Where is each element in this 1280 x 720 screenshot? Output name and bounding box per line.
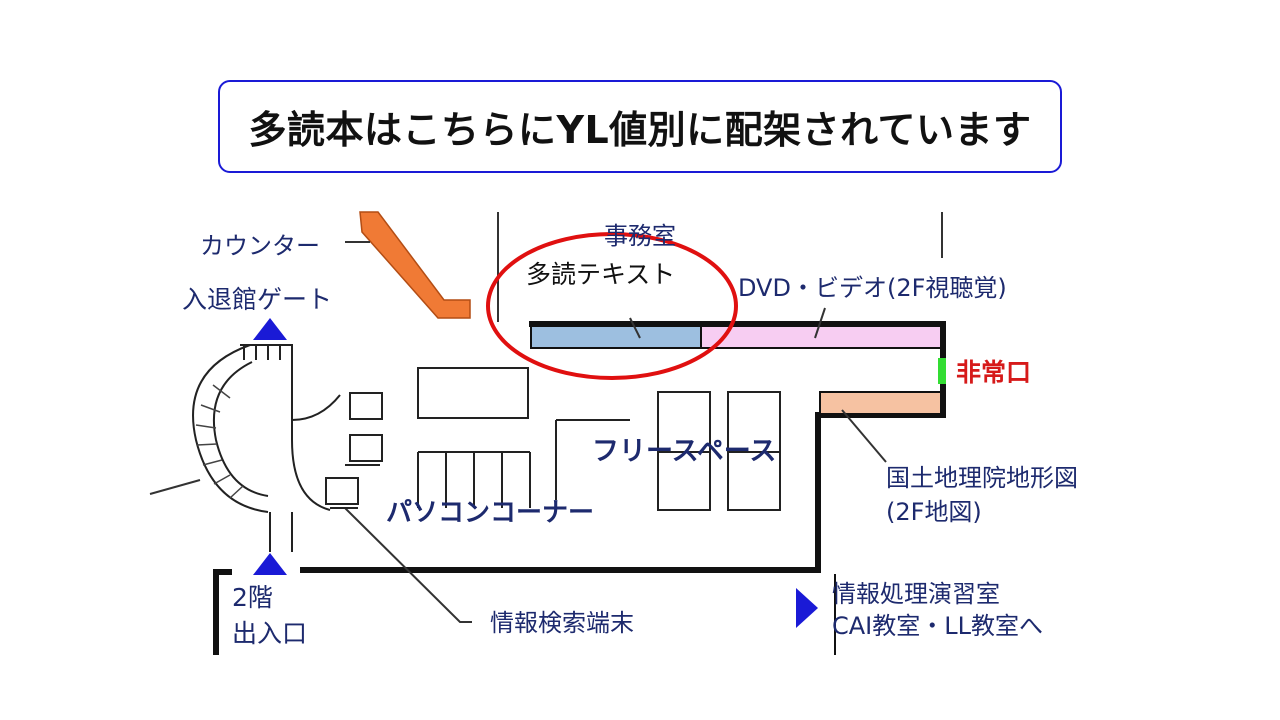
dvd-video-label: DVD・ビデオ(2F視聴覚) <box>738 274 1007 302</box>
gsi-map-shelf <box>819 391 942 415</box>
info-terminal-label: 情報検索端末 <box>490 609 634 637</box>
entrance-label: 2階 <box>232 583 273 612</box>
terminal <box>349 392 383 420</box>
entrance-arrow-icon <box>253 553 287 575</box>
highlight-circle <box>486 232 738 380</box>
tadoku-text-label: 多読テキスト <box>526 260 675 289</box>
gate-label: 入退館ゲート <box>182 285 332 314</box>
lab-label: 情報処理演習室 <box>832 580 1000 608</box>
terminal <box>325 477 359 505</box>
tadoku-shelf <box>530 325 702 349</box>
main-wall-lower <box>213 569 232 655</box>
gate-arrow-icon <box>253 318 287 340</box>
lab-sublabel: CAI教室・LL教室へ <box>832 612 1043 640</box>
page-title: 多読本はこちらにYL値別に配架されています <box>248 108 1032 152</box>
pc-corner-label: パソコンコーナー <box>386 498 594 528</box>
leader-line <box>629 317 641 339</box>
office-label: 事務室 <box>604 222 676 250</box>
gsi-map-label: 国土地理院地形図 <box>886 464 1078 492</box>
dvd-shelf <box>700 325 942 349</box>
title-box: 多読本はこちらにYL値別に配架されています <box>218 80 1062 173</box>
free-space-label: フリースペース <box>592 436 776 467</box>
terminal <box>349 434 383 462</box>
lab-arrow-icon <box>796 588 818 628</box>
map-background <box>150 210 1160 655</box>
pc-desks <box>417 451 531 508</box>
stair-ramp <box>359 211 471 319</box>
leader-line <box>841 409 887 463</box>
table <box>417 367 529 419</box>
gsi-map-sublabel: (2F地図) <box>886 498 982 526</box>
emergency-exit-marker <box>938 358 946 384</box>
partition <box>555 419 630 500</box>
emergency-exit-label: 非常口 <box>956 358 1031 387</box>
spiral-staircase <box>192 344 341 552</box>
counter-label: カウンター <box>200 232 320 260</box>
entrance-sublabel: 出入口 <box>232 619 307 648</box>
wall-line <box>149 479 201 495</box>
leader-line <box>344 507 472 623</box>
leader-line <box>814 307 826 339</box>
